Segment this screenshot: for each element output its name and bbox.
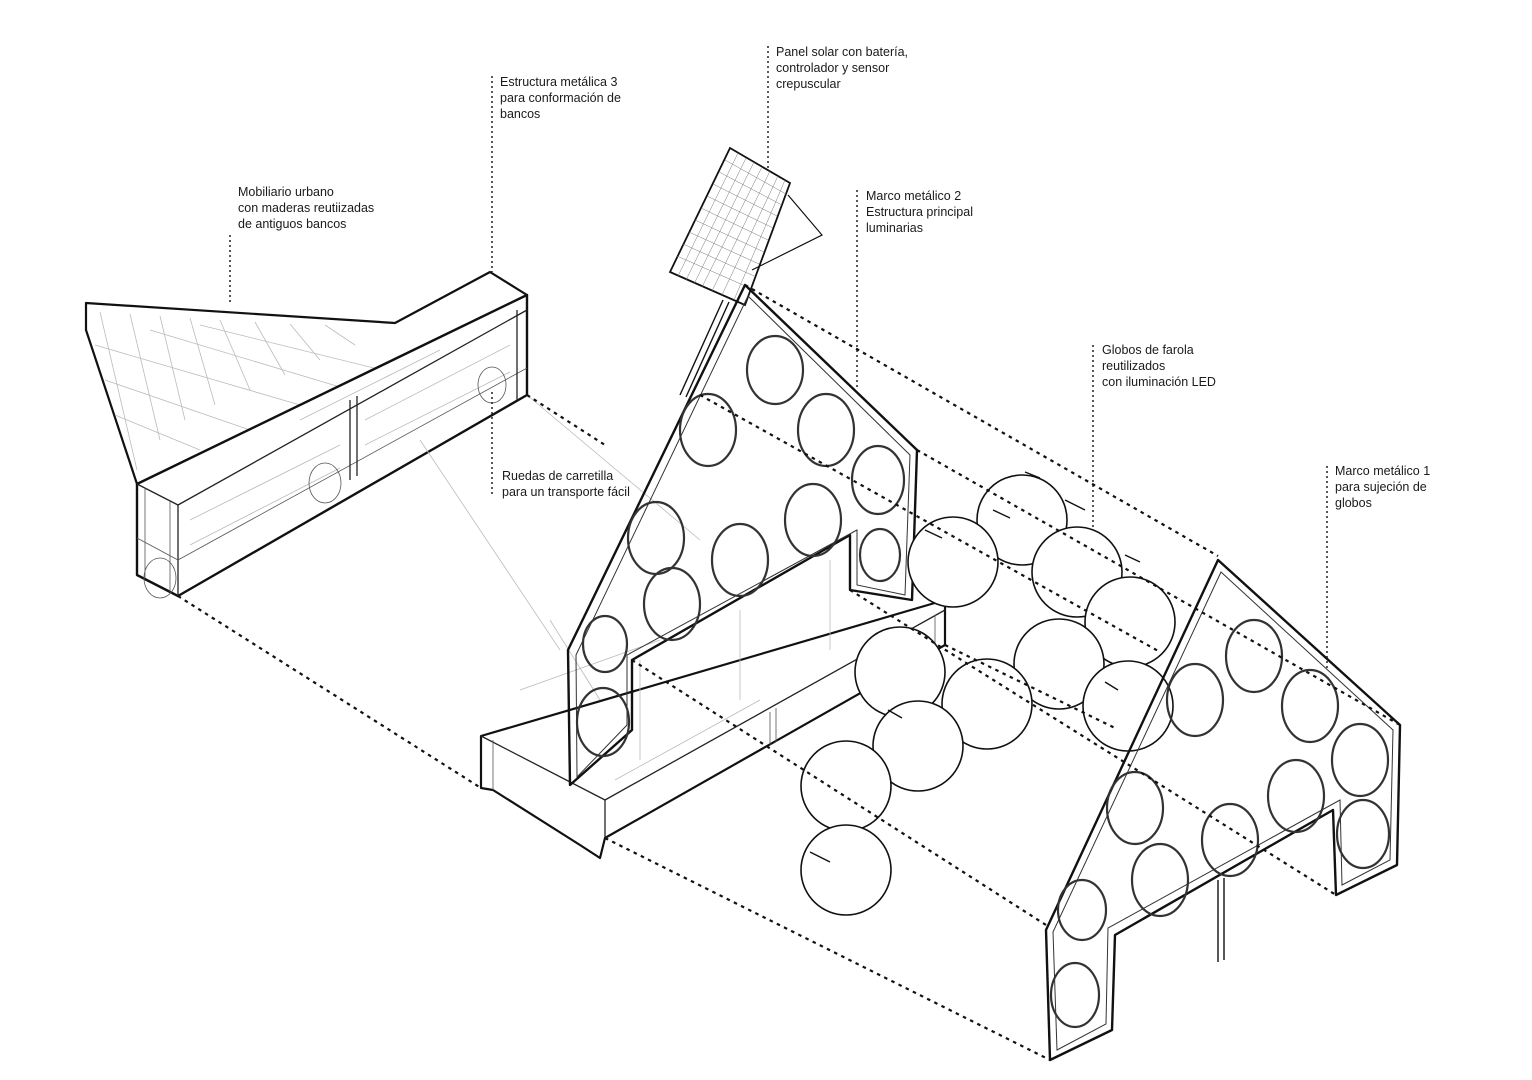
svg-text:de antiguos bancos: de antiguos bancos bbox=[238, 217, 346, 231]
leader-lines bbox=[229, 46, 1328, 668]
solar-panel bbox=[668, 146, 823, 398]
svg-text:Panel solar con batería,: Panel solar con batería, bbox=[776, 45, 908, 59]
svg-text:Estructura metálica 3: Estructura metálica 3 bbox=[500, 75, 617, 89]
svg-text:Estructura principal: Estructura principal bbox=[866, 205, 973, 219]
wheel-icon bbox=[143, 557, 177, 599]
globe bbox=[800, 824, 892, 916]
svg-text:Marco metálico 2: Marco metálico 2 bbox=[866, 189, 961, 203]
ghost-guidelines bbox=[419, 394, 701, 651]
svg-text:reutilizados: reutilizados bbox=[1102, 359, 1165, 373]
label-bench-wood: Mobiliario urbano con maderas reutiizada… bbox=[238, 185, 374, 231]
globe bbox=[907, 516, 999, 608]
svg-text:para conformación de: para conformación de bbox=[500, 91, 621, 105]
globe bbox=[1082, 660, 1174, 752]
solar-cells-grid bbox=[676, 152, 787, 301]
svg-text:para sujeción de: para sujeción de bbox=[1335, 480, 1427, 494]
globe bbox=[941, 658, 1033, 750]
svg-text:crepuscular: crepuscular bbox=[776, 77, 841, 91]
label-frame-3: Estructura metálica 3 para conformación … bbox=[500, 75, 621, 121]
globe bbox=[1013, 618, 1105, 710]
label-globes: Globos de farola reutilizados con ilumin… bbox=[1102, 343, 1216, 389]
frame-2-rings bbox=[575, 334, 906, 758]
frame-1-rings bbox=[1049, 618, 1391, 1029]
svg-text:globos: globos bbox=[1335, 496, 1372, 510]
svg-text:con maderas reutiizadas: con maderas reutiizadas bbox=[238, 201, 374, 215]
svg-text:Mobiliario urbano: Mobiliario urbano bbox=[238, 185, 334, 199]
label-wheels: Ruedas de carretilla para un transporte … bbox=[502, 469, 630, 499]
svg-text:bancos: bancos bbox=[500, 107, 540, 121]
label-frame-1: Marco metálico 1 para sujeción de globos bbox=[1335, 464, 1430, 510]
svg-text:luminarias: luminarias bbox=[866, 221, 923, 235]
svg-text:para un transporte fácil: para un transporte fácil bbox=[502, 485, 630, 499]
globe bbox=[800, 740, 892, 832]
wheel-icon bbox=[308, 462, 342, 504]
label-frame-2: Marco metálico 2 Estructura principal lu… bbox=[866, 189, 973, 235]
svg-text:Ruedas de carretilla: Ruedas de carretilla bbox=[502, 469, 613, 483]
svg-text:con iluminación LED: con iluminación LED bbox=[1102, 375, 1216, 389]
svg-text:Globos de farola: Globos de farola bbox=[1102, 343, 1194, 357]
led-globes bbox=[800, 471, 1176, 916]
metal-frame-1 bbox=[1044, 558, 1402, 1062]
wooden-bench-module bbox=[84, 270, 529, 599]
label-solar-panel: Panel solar con batería, controlador y s… bbox=[776, 45, 908, 91]
globe bbox=[872, 700, 964, 792]
projection-lines bbox=[177, 284, 1401, 1061]
svg-text:controlador y sensor: controlador y sensor bbox=[776, 61, 889, 75]
svg-text:Marco metálico 1: Marco metálico 1 bbox=[1335, 464, 1430, 478]
wood-slats-texture bbox=[94, 311, 391, 471]
